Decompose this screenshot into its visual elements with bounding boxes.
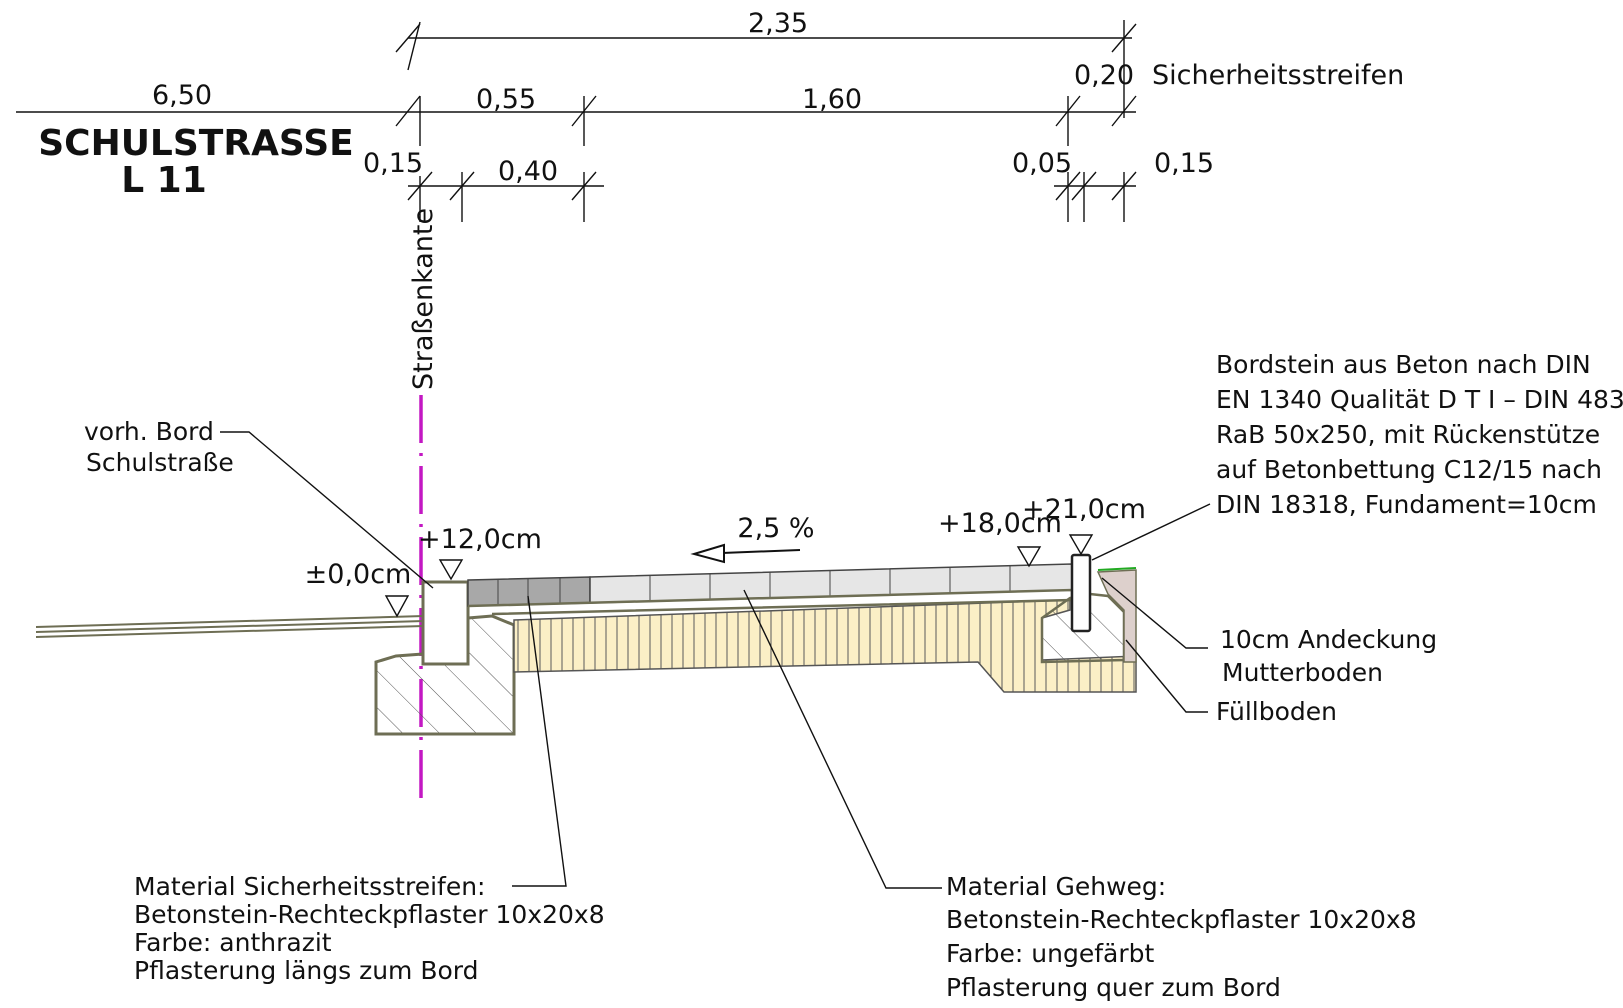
svg-text:auf Betonbettung C12/15 nach: auf Betonbettung C12/15 nach bbox=[1216, 455, 1602, 484]
svg-text:Schulstraße: Schulstraße bbox=[86, 448, 234, 477]
level-zero-label: ±0,0cm bbox=[305, 559, 412, 590]
level-marker-12 bbox=[438, 559, 464, 581]
level-marker-21 bbox=[1068, 534, 1094, 556]
fill-soil-note: Füllboden bbox=[1216, 697, 1337, 726]
slope-arrow bbox=[690, 543, 801, 564]
road-surface bbox=[35, 615, 425, 638]
level-marker-zero bbox=[384, 595, 410, 618]
safety-strip-material-note: Material Sicherheitsstreifen: Betonstein… bbox=[134, 872, 605, 985]
dim-055: 0,55 bbox=[476, 84, 536, 115]
level-12-label: +12,0cm bbox=[418, 524, 542, 555]
dim-015-right: 0,15 bbox=[1154, 148, 1214, 179]
svg-text:Bordstein aus Beton nach DIN: Bordstein aus Beton nach DIN bbox=[1216, 350, 1591, 379]
dim-160: 1,60 bbox=[802, 84, 862, 115]
level-marker-18 bbox=[1016, 546, 1042, 568]
dim-total: 2,35 bbox=[748, 8, 808, 39]
svg-text:10cm Andeckung: 10cm Andeckung bbox=[1220, 625, 1437, 654]
topsoil-note: 10cm Andeckung Mutterboden bbox=[1220, 625, 1437, 687]
existing-curb-note: vorh. Bord Schulstraße bbox=[84, 417, 234, 477]
svg-text:Pflasterung längs zum Bord: Pflasterung längs zum Bord bbox=[134, 956, 479, 985]
dimension-chains bbox=[16, 20, 1137, 222]
street-title: SCHULSTRASSE bbox=[38, 123, 354, 164]
new-curb-stone bbox=[1070, 553, 1092, 633]
topsoil-layer bbox=[1096, 569, 1137, 663]
curb-spec-note: Bordstein aus Beton nach DIN EN 1340 Qua… bbox=[1216, 350, 1623, 519]
street-edge-label: Straßenkante bbox=[408, 208, 439, 390]
svg-text:Material Sicherheitsstreifen:: Material Sicherheitsstreifen: bbox=[134, 872, 485, 901]
svg-text:Betonstein-Rechteckpflaster 10: Betonstein-Rechteckpflaster 10x20x8 bbox=[134, 900, 605, 929]
svg-text:vorh. Bord: vorh. Bord bbox=[84, 417, 214, 446]
dim-020: 0,20 bbox=[1074, 60, 1134, 91]
svg-text:Material Gehweg:: Material Gehweg: bbox=[946, 872, 1166, 901]
svg-text:Farbe: anthrazit: Farbe: anthrazit bbox=[134, 928, 332, 957]
svg-text:Pflasterung quer zum Bord: Pflasterung quer zum Bord bbox=[946, 973, 1281, 1002]
dim-005: 0,05 bbox=[1012, 148, 1072, 179]
dim-015-left: 0,15 bbox=[363, 148, 423, 179]
svg-text:RaB 50x250, mit Rückenstütze: RaB 50x250, mit Rückenstütze bbox=[1216, 420, 1600, 449]
svg-text:Farbe: ungefärbt: Farbe: ungefärbt bbox=[946, 939, 1155, 968]
svg-text:EN 1340 Qualität D T I – DIN 4: EN 1340 Qualität D T I – DIN 483 bbox=[1216, 385, 1623, 414]
dim-040: 0,40 bbox=[498, 156, 558, 187]
dim-road: 6,50 bbox=[152, 80, 212, 111]
level-18-label: +18,0cm bbox=[938, 508, 1062, 539]
sidewalk-joints bbox=[649, 566, 1011, 601]
level-21-label: +21,0cm bbox=[1022, 494, 1146, 525]
svg-text:Betonstein-Rechteckpflaster 10: Betonstein-Rechteckpflaster 10x20x8 bbox=[946, 905, 1417, 934]
dim-safety-strip-label: Sicherheitsstreifen bbox=[1152, 60, 1404, 91]
sidewalk-material-note: Material Gehweg: Betonstein-Rechteckpfla… bbox=[946, 872, 1417, 1002]
svg-text:DIN 18318, Fundament=10cm: DIN 18318, Fundament=10cm bbox=[1216, 490, 1597, 519]
street-subtitle: L 11 bbox=[121, 160, 207, 201]
slope-label: 2,5 % bbox=[737, 513, 814, 544]
svg-text:Mutterboden: Mutterboden bbox=[1222, 658, 1383, 687]
existing-curb-stone bbox=[421, 580, 470, 666]
grass-line bbox=[1097, 567, 1137, 571]
leader-lines bbox=[220, 431, 1211, 889]
